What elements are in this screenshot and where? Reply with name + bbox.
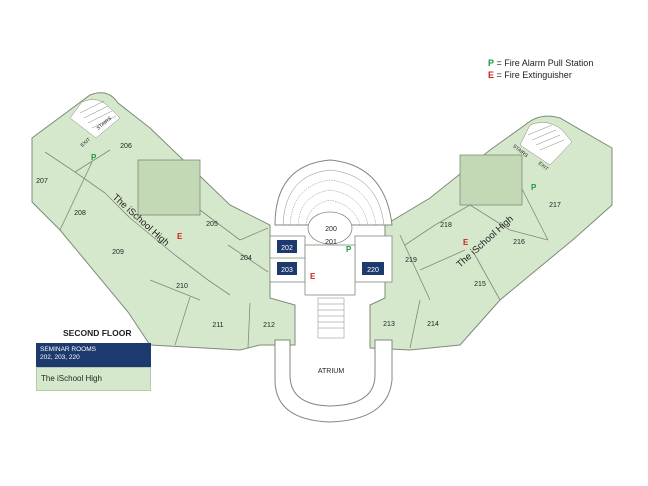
room-210: 210 (176, 283, 188, 290)
room-218: 218 (440, 222, 452, 229)
fire-extinguisher-left: E (177, 232, 183, 241)
room-200: 200 (325, 226, 337, 233)
extinguisher-symbol: E (488, 70, 495, 80)
auditorium (274, 159, 393, 245)
room-212: 212 (263, 322, 275, 329)
atrium (274, 339, 393, 423)
room-205: 205 (206, 221, 218, 228)
key-seminar-rooms: SEMINAR ROOMS 202, 203, 220 (36, 343, 151, 367)
room-219: 219 (405, 257, 417, 264)
fire-alarm-pull-station-left: P (91, 153, 97, 162)
room-207: 207 (36, 178, 48, 185)
fire-alarm-pull-station-right: P (531, 183, 537, 192)
central-stair (317, 297, 345, 339)
left-stairs (69, 99, 121, 139)
key-wing-label: The iSchool High (36, 367, 151, 391)
room-206: 206 (120, 143, 132, 150)
seminar-rooms (277, 240, 384, 275)
right-stairs (519, 122, 573, 166)
room-202-label: 202 (281, 245, 293, 252)
left-wing (31, 92, 296, 351)
left-wing-walls (44, 149, 269, 349)
floor-title: SECOND FLOOR (63, 328, 132, 338)
fire-alarm-pull-station-center: P (346, 245, 352, 254)
pull-station-symbol: P (488, 58, 495, 68)
atrium-label: ATRIUM (318, 368, 344, 375)
fire-extinguisher-right: E (463, 238, 469, 247)
fire-extinguisher-center: E (310, 272, 316, 281)
room-201: 201 (325, 239, 337, 246)
central-core (269, 235, 393, 296)
room-204: 204 (240, 255, 252, 262)
legend-extinguisher: E = Fire Extinguisher (488, 70, 572, 80)
extinguisher-legend-label: = Fire Extinguisher (496, 70, 572, 80)
right-wing-walls (399, 154, 549, 349)
right-wing (369, 115, 613, 351)
room-213: 213 (383, 321, 395, 328)
room-211: 211 (212, 322, 223, 329)
room-203-label: 203 (281, 267, 293, 274)
room-209: 209 (112, 249, 124, 256)
room-215: 215 (474, 281, 486, 288)
legend-pull-station: P = Fire Alarm Pull Station (488, 58, 593, 68)
room-214: 214 (427, 321, 439, 328)
room-208: 208 (74, 210, 86, 217)
left-exit-label: EXIT (80, 137, 92, 149)
pull-station-legend-label: = Fire Alarm Pull Station (496, 58, 594, 68)
seminar-room-203[interactable] (277, 262, 297, 275)
room-216: 216 (513, 239, 525, 246)
room-217: 217 (549, 202, 561, 209)
key-seminar-line1: SEMINAR ROOMS (40, 346, 96, 353)
seminar-room-202[interactable] (277, 240, 297, 253)
right-exit-label: EXIT (537, 161, 549, 173)
key-seminar-line2: 202, 203, 220 (40, 354, 80, 361)
seminar-room-220[interactable] (362, 262, 384, 275)
room-220-label: 220 (367, 267, 379, 274)
